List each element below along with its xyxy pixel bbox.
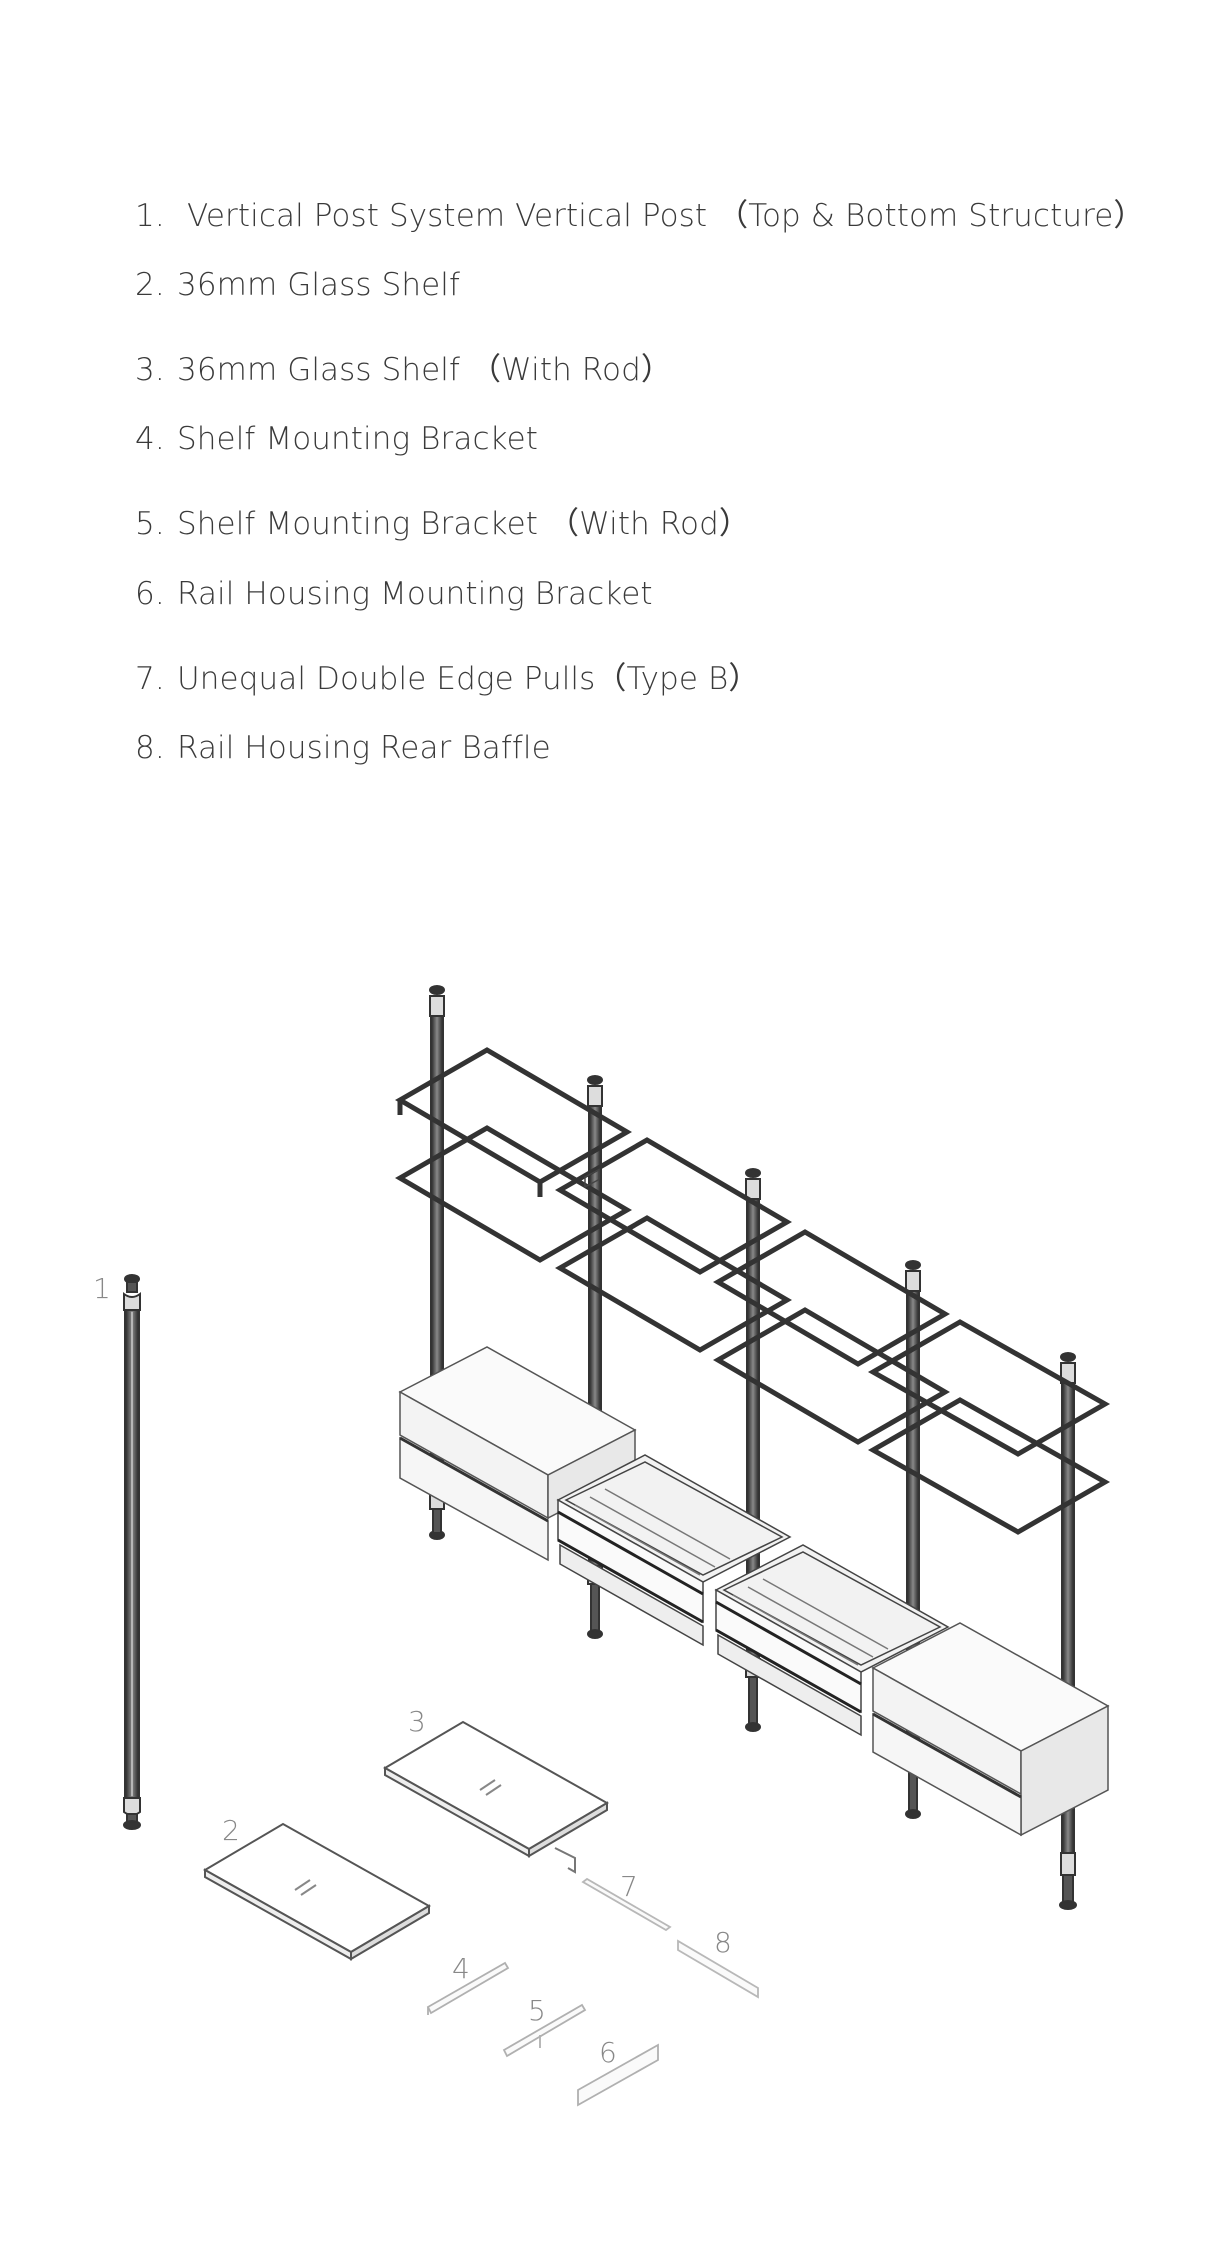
part-label: Rail Housing Mounting Bracket — [177, 576, 653, 612]
part-number: 6. — [135, 576, 165, 612]
callout-5: 5 — [528, 1994, 546, 2027]
part-item-1: 1. Vertical Post System Vertical Post （T… — [135, 190, 1145, 235]
middle-drawer-unit-b — [714, 1544, 950, 1737]
callout-4: 4 — [452, 1952, 470, 1985]
part-number: 7. — [135, 661, 165, 697]
part-item-3: 3. 36mm Glass Shelf （With Rod） — [135, 344, 672, 389]
part-label: 36mm Glass Shelf — [177, 267, 461, 303]
callout-6: 6 — [599, 2036, 617, 2069]
callout-2: 2 — [222, 1814, 240, 1847]
callout-3: 3 — [408, 1705, 426, 1738]
part-label: Unequal Double Edge Pulls（Type B） — [177, 661, 760, 697]
rail-housing-rear-baffle — [677, 1939, 759, 1999]
callout-1: 1 — [93, 1272, 111, 1305]
part-item-8: 8. Rail Housing Rear Baffle — [135, 730, 551, 766]
part-number: 8. — [135, 730, 165, 766]
part-number: 3. — [135, 352, 165, 388]
part-number: 1. — [135, 198, 165, 234]
part-label: Shelf Mounting Bracket — [177, 421, 539, 457]
part-item-6: 6. Rail Housing Mounting Bracket — [135, 576, 653, 612]
right-drawer-unit — [871, 1622, 1110, 1837]
part-label: Vertical Post System Vertical Post （Top … — [177, 198, 1145, 234]
callout-labels: 1 2 3 4 5 6 7 8 — [93, 1272, 732, 2069]
standalone-vertical-post — [123, 1274, 141, 1830]
left-drawer-unit — [398, 1346, 637, 1562]
glass-shelf — [202, 1822, 432, 1961]
part-number: 2. — [135, 267, 165, 303]
unequal-double-edge-pull — [581, 1877, 672, 1932]
upper-shelf-frames — [395, 1047, 1111, 1457]
callout-7: 7 — [620, 1870, 638, 1903]
callout-8: 8 — [714, 1926, 732, 1959]
assembled-unit — [395, 985, 1111, 1910]
middle-drawer-unit-a — [556, 1168, 792, 1647]
part-item-4: 4. Shelf Mounting Bracket — [135, 421, 538, 457]
shelf-mounting-bracket — [426, 1961, 510, 2015]
glass-shelf-with-rod — [382, 1720, 610, 1874]
rail-housing-mounting-bracket — [577, 2043, 659, 2107]
exploded-assembly-diagram: 1 2 3 4 5 6 7 8 — [93, 985, 1111, 2107]
shelf-mounting-bracket-with-rod — [502, 2003, 587, 2058]
lower-shelf-frames — [395, 1125, 1111, 1535]
part-label: Rail Housing Rear Baffle — [177, 730, 551, 766]
part-number: 4. — [135, 421, 165, 457]
part-item-2: 2. 36mm Glass Shelf — [135, 267, 460, 303]
part-item-5: 5. Shelf Mounting Bracket （With Rod） — [135, 498, 750, 543]
part-label: 36mm Glass Shelf （With Rod） — [177, 352, 672, 388]
part-item-7: 7. Unequal Double Edge Pulls（Type B） — [135, 653, 760, 698]
part-number: 5. — [135, 506, 165, 542]
part-label: Shelf Mounting Bracket （With Rod） — [177, 506, 751, 542]
